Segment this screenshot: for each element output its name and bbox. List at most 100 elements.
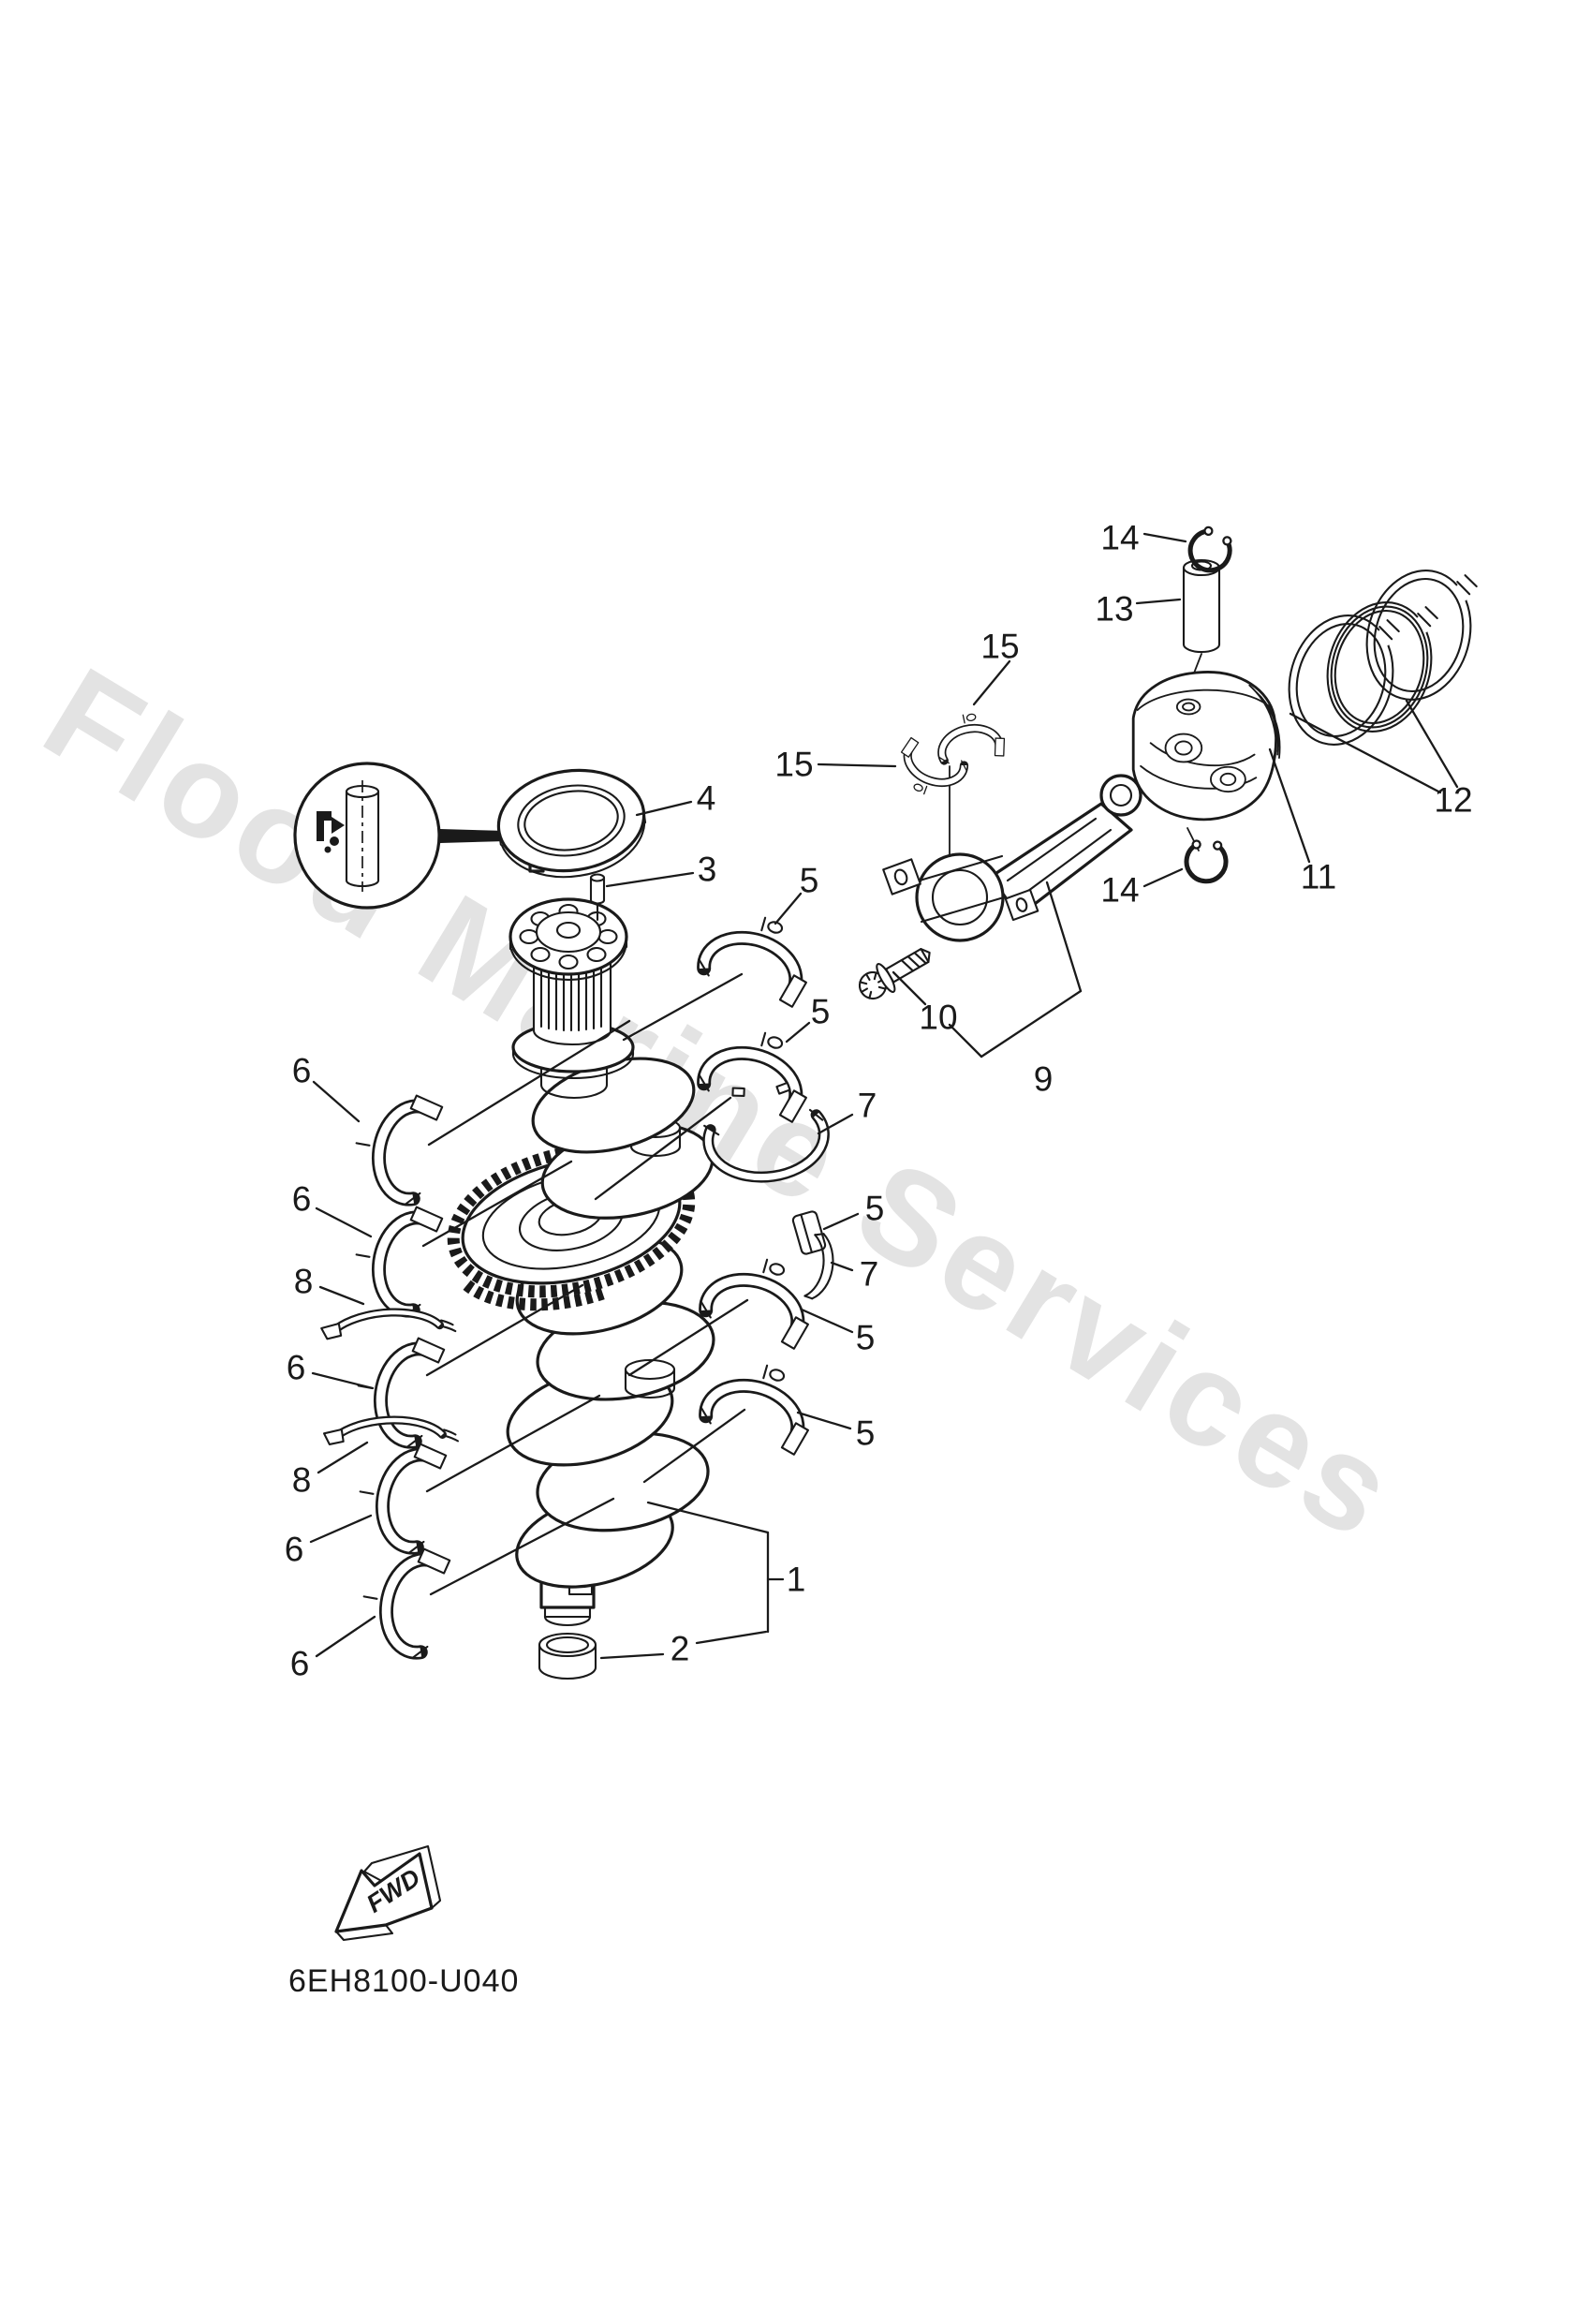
bearing-end-view (791, 1210, 827, 1255)
drive-flange-shape (508, 935, 628, 981)
piston-pin-shape (1182, 643, 1221, 654)
thrust-plate-edge-shape (803, 1233, 825, 1300)
lower-bushing-shape (545, 1636, 590, 1654)
oil-seal (496, 768, 647, 879)
crank-pin-shape (624, 1358, 676, 1381)
callout-9: 9 (1034, 1060, 1054, 1099)
fwd-arrow-shape (334, 1852, 434, 1933)
leader-line-5 (800, 1308, 854, 1334)
rod-bolt-lug (882, 858, 921, 896)
callout-6: 6 (287, 1349, 306, 1387)
rod-bolt-shape (920, 948, 931, 963)
rod-bolt-shape (900, 952, 927, 972)
crank-pin-shape (624, 1368, 676, 1390)
leader-line-15 (817, 762, 897, 768)
leader-line-8 (318, 1285, 365, 1306)
rod-bolt-lug (1004, 888, 1039, 922)
piston-rings (1273, 552, 1488, 759)
crank-pin-shape (624, 1386, 676, 1399)
seal-detail-inset-shape (330, 836, 339, 846)
leader-line-10 (892, 970, 927, 1006)
connecting-rod (882, 765, 1142, 942)
bracket-line-part1 (646, 1501, 770, 1634)
callout-12: 12 (1434, 781, 1472, 820)
callout-14: 14 (1100, 519, 1139, 557)
lower-bushing-shape (538, 1643, 597, 1669)
callout-8: 8 (294, 1263, 314, 1301)
leader-line-4 (635, 800, 693, 817)
callout-10: 10 (919, 999, 957, 1037)
crank-pin (624, 1358, 676, 1399)
callout-5: 5 (865, 1190, 885, 1228)
callout-8: 8 (292, 1461, 312, 1500)
piston-shape (1248, 684, 1281, 760)
drive-flange-shape (597, 928, 618, 945)
crank-pin-shape (629, 1145, 682, 1158)
callout-6: 6 (285, 1531, 304, 1569)
callout-5: 5 (856, 1319, 876, 1357)
leader-line-15 (972, 659, 1011, 706)
rod-bolt-lug-shape (893, 868, 908, 886)
leader-line-7 (830, 1261, 854, 1272)
callout-4: 4 (697, 779, 716, 818)
crankshaft (447, 897, 715, 1627)
leader-line-14 (1142, 867, 1184, 888)
seal-detail-inset-shape (317, 811, 332, 841)
spline-section-shape (532, 955, 612, 1032)
piston-shape (1219, 772, 1237, 787)
seal-detail-inset-shape (293, 762, 441, 910)
spline-section-shape (532, 1029, 612, 1046)
leader-line-14 (1142, 532, 1187, 543)
rod-bolt (858, 948, 931, 1000)
connecting-rod-shape (918, 854, 1006, 924)
leader-line-6 (315, 1206, 373, 1238)
thrust-collar-shape (511, 1044, 635, 1080)
drive-flange-shape (558, 954, 579, 970)
leader-line-2 (695, 1630, 768, 1645)
callout-15: 15 (774, 746, 813, 784)
leader-line-2 (599, 1652, 665, 1660)
leader-line-5 (785, 1021, 811, 1044)
drawing-code: 6EH8100-U040 (288, 1963, 519, 1999)
leader-line-9 (1045, 881, 1083, 993)
callout-13: 13 (1095, 590, 1133, 629)
piston-rings-shape (1330, 605, 1429, 729)
callout-2: 2 (671, 1630, 690, 1668)
leader-line-5 (796, 1411, 852, 1430)
leader-line-13 (1135, 598, 1182, 605)
leader-line-6 (309, 1514, 373, 1544)
piston-shape (1136, 688, 1273, 711)
timing-gear-shape (463, 1280, 610, 1311)
callout-6: 6 (292, 1180, 312, 1219)
callout-7: 7 (860, 1255, 879, 1294)
lower-bushing (538, 1632, 597, 1680)
thrust-plate-edge (803, 1233, 834, 1300)
oil-seal-shape (517, 784, 626, 857)
dowel-pin-shape (589, 873, 606, 882)
leader-line-12 (1289, 712, 1442, 794)
leader-line-9 (980, 989, 1083, 1058)
drive-flange-shape (519, 928, 539, 945)
callout-5: 5 (811, 993, 831, 1031)
seal-detail-inset-shape (332, 817, 345, 834)
thrust-collar (511, 1021, 635, 1080)
leader-line-6 (312, 1080, 361, 1123)
rod-bolt-lug-shape (1015, 897, 1028, 912)
dowel-pin-shape (589, 898, 606, 922)
upper-journal-shape (539, 1083, 609, 1100)
bearing-end-view-shape (791, 1210, 827, 1255)
leader-line-5 (822, 1212, 860, 1231)
piston (1131, 671, 1281, 822)
callout-14: 14 (1100, 871, 1139, 910)
callout-6: 6 (292, 1052, 312, 1090)
spline-section-shape (539, 957, 603, 1032)
fwd-arrow: FWD (334, 1844, 442, 1942)
leader-line-5 (774, 892, 803, 925)
leader-line-12 (1405, 699, 1459, 789)
thrust-plate-edge-shape (803, 1233, 834, 1300)
dowel-pin-shape (589, 876, 606, 902)
